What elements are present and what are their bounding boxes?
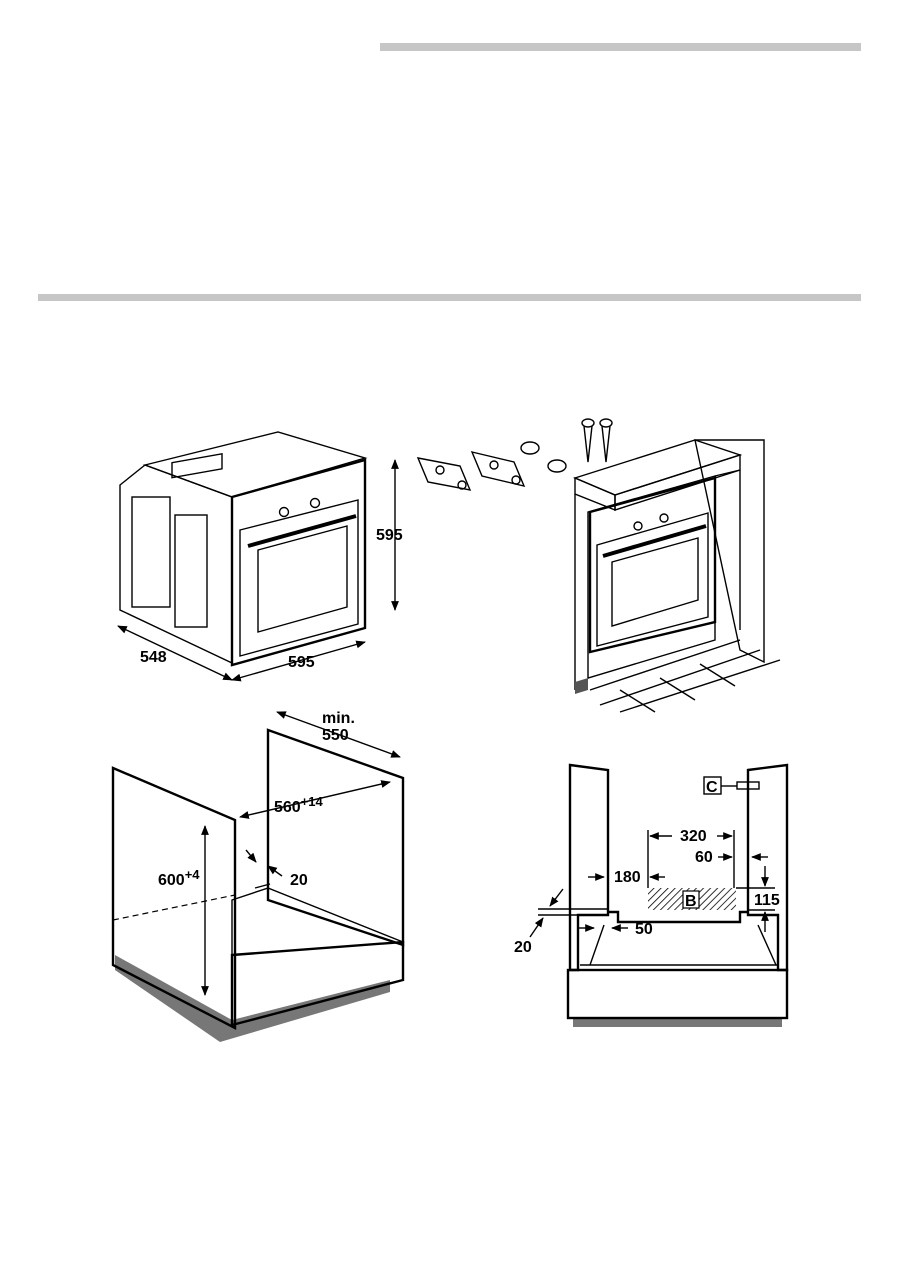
cabinet-front	[587, 475, 716, 679]
oven-dimensions-figure: 595 548 595	[117, 431, 403, 682]
bracket-icon	[470, 451, 526, 487]
screw-icon	[581, 418, 595, 463]
oven-knob	[278, 506, 290, 518]
oven-side-panel	[174, 514, 208, 628]
min-label: min.	[322, 710, 355, 727]
screw-icon	[599, 418, 613, 463]
bracket-icon	[416, 457, 472, 491]
mounting-hardware	[416, 418, 613, 491]
oven-width-label: 595	[288, 654, 315, 671]
dim-60: 60	[695, 849, 713, 866]
plinth	[115, 955, 390, 1042]
oven-door	[596, 512, 709, 647]
dim-320: 320	[680, 828, 707, 845]
section-rule-main	[38, 294, 861, 301]
wall	[694, 439, 765, 664]
oven-top	[142, 431, 368, 498]
cabinet-side-panel-left	[111, 766, 237, 1030]
oven-side-panel	[131, 496, 171, 608]
spacer-icon	[520, 441, 540, 455]
cabinet-base	[566, 968, 789, 1020]
oven-front	[230, 458, 367, 667]
dim-180: 180	[614, 869, 641, 886]
section-rule-top	[380, 43, 861, 51]
dim-50: 50	[635, 921, 653, 938]
label-c: C	[706, 779, 718, 796]
installed-oven-figure	[572, 439, 781, 713]
bracket-c-icon	[736, 781, 760, 790]
oven-height-label: 595	[376, 527, 403, 544]
label-b: B	[685, 893, 697, 910]
oven-door	[239, 499, 359, 657]
cabinet-front-figure: B C 320 60 180 115 20 50	[514, 763, 789, 1027]
cabinet-side-panel-right	[266, 728, 405, 947]
depth-dimension-line	[117, 625, 233, 681]
width-label: 560+14	[274, 794, 324, 816]
height-label: 600+4	[158, 867, 200, 889]
oven-vent	[171, 453, 223, 479]
gap-label: 20	[290, 872, 308, 889]
depth-label: 550	[322, 727, 349, 744]
oven-knob	[309, 497, 321, 509]
dim-20: 20	[514, 939, 532, 956]
dim-115: 115	[754, 892, 780, 909]
spacer-icon	[547, 459, 567, 473]
left-panel	[568, 763, 610, 972]
right-panel	[746, 763, 789, 972]
oven-side	[119, 464, 233, 665]
width-dimension-line	[231, 640, 366, 682]
oven-handle	[247, 514, 357, 548]
plinth	[573, 1018, 782, 1027]
oven-depth-label: 548	[140, 649, 167, 666]
cabinet-perspective-figure: min. 550 560+14 600+4 20	[111, 710, 405, 1042]
oven-window	[257, 525, 348, 633]
